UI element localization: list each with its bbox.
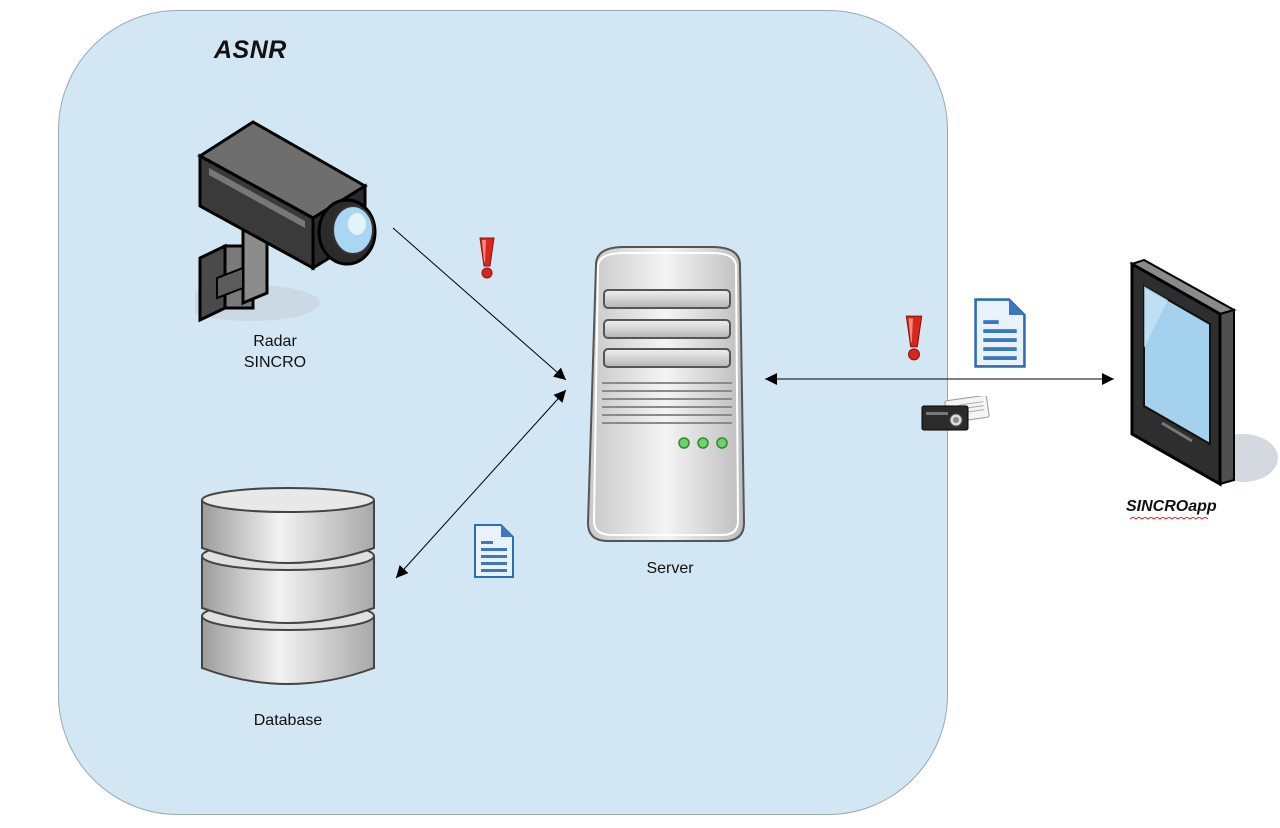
radar-label-line1: Radar — [253, 333, 297, 350]
radar-to-server-connector — [392, 227, 567, 381]
document-icon — [974, 298, 1026, 368]
zone-title: ASNR — [214, 36, 287, 64]
server-database-connector — [395, 389, 567, 579]
tablet-device-icon — [1129, 258, 1278, 487]
id-card-icon — [921, 396, 990, 431]
alert-icon — [905, 315, 923, 361]
radar-label-line2: SINCRO — [243, 354, 307, 371]
document-icon — [474, 524, 514, 578]
database-label: Database — [253, 712, 323, 729]
surveillance-camera-icon — [195, 120, 377, 323]
alert-icon — [479, 237, 495, 279]
server-tower-icon — [586, 246, 746, 542]
app-label: SINCROapp — [1126, 498, 1217, 515]
server-label: Server — [646, 560, 694, 577]
radar-label: Radar SINCRO — [230, 331, 320, 373]
spellcheck-underline-icon — [1130, 517, 1209, 520]
database-cylinder-icon — [201, 487, 375, 685]
